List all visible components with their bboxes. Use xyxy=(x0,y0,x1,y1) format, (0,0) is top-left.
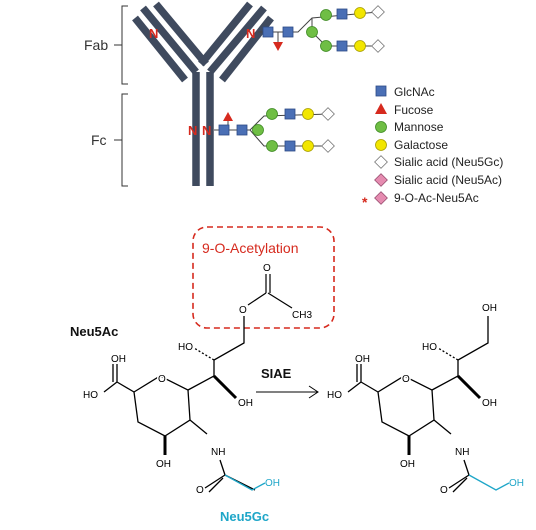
legend-neu5ac-label: Sialic acid (Neu5Ac) xyxy=(394,173,502,187)
fc-glycan xyxy=(214,107,335,153)
legend-neu5gc-symbol xyxy=(374,155,388,169)
fc-label: Fc xyxy=(91,132,107,148)
neu5ac-carboxyl-o: HO xyxy=(83,390,98,401)
legend-glcnac-symbol xyxy=(375,85,387,97)
product-structure xyxy=(347,316,489,493)
legend-mannose-label: Mannose xyxy=(394,120,444,134)
neu5ac-ring-o: O xyxy=(158,374,166,385)
neu5ac-amide-o: O xyxy=(196,485,204,496)
acetyl-ester-o: O xyxy=(239,305,247,316)
neu5ac-c7-ho: HO xyxy=(178,342,193,353)
neu5ac-carboxyl-oh: OH xyxy=(111,354,126,365)
acetylation-box xyxy=(192,226,335,329)
product-carboxyl-oh: OH xyxy=(355,354,370,365)
legend-9oac-label: 9-O-Ac-Neu5Ac xyxy=(394,191,479,205)
acetyl-carbonyl-o: O xyxy=(263,263,271,274)
fc-right-site: N xyxy=(202,123,211,138)
product-c7-ho: HO xyxy=(422,342,437,353)
legend-galactose-label: Galactose xyxy=(394,138,448,152)
neu5gc-name: Neu5Gc xyxy=(220,509,269,524)
product-amide-o: O xyxy=(440,485,448,496)
product-carboxyl-o: HO xyxy=(327,390,342,401)
neu5ac-name: Neu5Ac xyxy=(70,324,118,339)
neu5ac-c8-oh: OH xyxy=(238,398,253,409)
legend-glcnac-label: GlcNAc xyxy=(394,85,435,99)
legend-fucose-symbol xyxy=(375,103,387,114)
neu5ac-structure xyxy=(103,316,256,493)
neu5ac-nh: NH xyxy=(211,447,225,458)
legend-9oac-symbol xyxy=(374,191,388,205)
legend: GlcNAc Fucose Mannose Galactose Sialic a… xyxy=(362,85,503,210)
neu5gc-oh: OH xyxy=(265,478,280,489)
antibody-diagram: Fab Fc N N N N xyxy=(84,1,385,187)
product-ring-o: O xyxy=(402,374,410,385)
siae-label: SIAE xyxy=(261,366,292,381)
fab-label: Fab xyxy=(84,37,108,53)
fab-glycan xyxy=(258,5,385,53)
fab-bracket xyxy=(121,5,128,85)
legend-neu5gc-label: Sialic acid (Neu5Gc) xyxy=(394,155,503,169)
acetylation-label: 9-O-Acetylation xyxy=(202,240,298,256)
legend-neu5ac-symbol xyxy=(374,173,388,187)
product-nh: NH xyxy=(455,447,469,458)
product-c9-oh: OH xyxy=(482,303,497,314)
neu5ac-c4-oh: OH xyxy=(156,459,171,470)
legend-asterisk-icon: * xyxy=(362,194,368,210)
fab-left-site: N xyxy=(149,26,158,41)
fc-bracket xyxy=(121,93,128,187)
product-gc-oh: OH xyxy=(509,478,524,489)
product-c8-oh: OH xyxy=(482,398,497,409)
reaction-scheme: 9-O-Acetylation O CH3 O Neu5Ac xyxy=(70,226,524,524)
legend-fucose-label: Fucose xyxy=(394,103,434,117)
fc-left-site: N xyxy=(188,123,197,138)
product-c4-oh: OH xyxy=(400,459,415,470)
legend-galactose-symbol xyxy=(375,139,387,151)
fab-right-site: N xyxy=(246,26,255,41)
legend-mannose-symbol xyxy=(375,121,387,133)
acetyl-ch3: CH3 xyxy=(292,310,312,321)
